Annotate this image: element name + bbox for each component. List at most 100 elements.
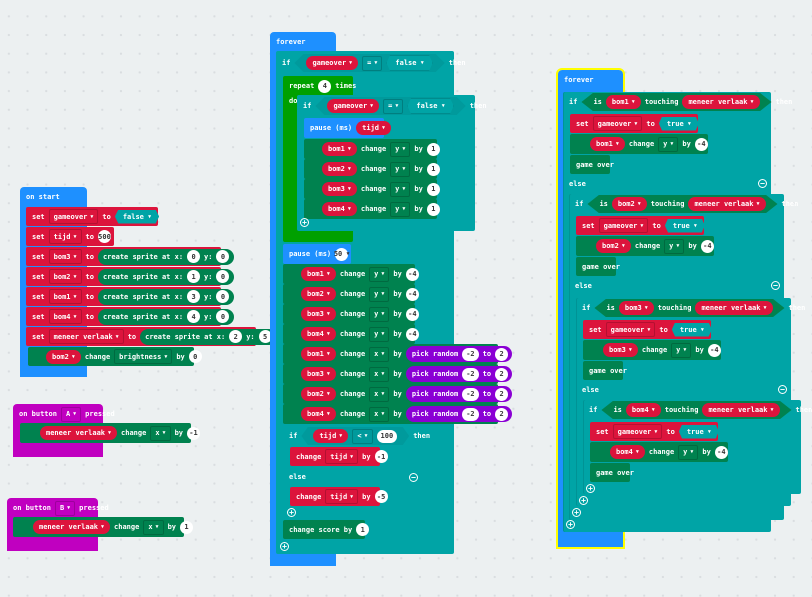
var-dropdown[interactable]: gameover▼ (48, 209, 99, 224)
number-input[interactable]: -1 (187, 426, 200, 440)
bool-dropdown[interactable]: false ▼ (114, 209, 160, 224)
change-sprite-block[interactable]: bom2▼ change y▼ by -4 (576, 236, 714, 256)
sprite-dropdown[interactable]: bom3▼ (301, 307, 336, 321)
pause-dropdown[interactable]: 50 ▼ (334, 247, 350, 261)
sprite-dropdown[interactable]: bom1▼ (301, 347, 336, 361)
to-input[interactable]: 2 (495, 367, 509, 381)
axis-dropdown[interactable]: y▼ (658, 136, 679, 152)
number-input[interactable]: -4 (714, 445, 728, 459)
x-input[interactable]: 1 (187, 270, 201, 283)
add-else-button[interactable]: + (280, 542, 289, 551)
x-input[interactable]: 4 (187, 310, 201, 323)
var-dropdown[interactable]: gameover▼ (612, 424, 663, 439)
change-x-block[interactable]: meneer verlaak▼ change x▼ by 1 (13, 517, 193, 537)
target-dropdown[interactable]: meneer verlaak▼ (688, 197, 766, 211)
game-over-block[interactable]: game over (590, 463, 634, 482)
set-gameover-block[interactable]: set gameover▼ to true ▼ (590, 422, 719, 441)
number-input[interactable]: -4 (405, 267, 419, 281)
to-input[interactable]: 2 (495, 347, 509, 361)
axis-dropdown[interactable]: y▼ (369, 326, 390, 342)
bool-dropdown[interactable]: true ▼ (671, 322, 712, 337)
number-input[interactable]: -5 (374, 490, 388, 503)
sprite-dropdown[interactable]: bom3▼ (618, 301, 654, 315)
change-sprite-block[interactable]: bom1▼ change y▼ by-4 (283, 264, 419, 284)
add-else-if-button[interactable]: + (287, 508, 296, 517)
sprite-dropdown[interactable]: bom2▼ (611, 197, 647, 211)
number-input[interactable]: -4 (405, 287, 419, 301)
op-dropdown[interactable]: =▼ (383, 98, 404, 114)
number-input[interactable]: 1 (426, 202, 440, 216)
button-dropdown[interactable]: B▼ (54, 500, 76, 516)
change-brightness-block[interactable]: bom2▼ change brightness▼ by 0 (28, 347, 202, 366)
repeat-count-input[interactable]: 4 (318, 79, 332, 93)
sprite-dropdown[interactable]: bom1▼ (322, 142, 357, 156)
sprite-dropdown[interactable]: bom2▼ (301, 287, 336, 301)
number-input[interactable]: 1 (180, 520, 193, 534)
number-input[interactable]: 500 (97, 230, 111, 243)
pause-50-block[interactable]: pause (ms) 50 ▼ (283, 244, 351, 264)
var-dropdown[interactable]: tijd▼ (325, 489, 359, 504)
axis-dropdown[interactable]: x▼ (369, 346, 390, 362)
var-dropdown[interactable]: tijd▼ (325, 449, 359, 464)
add-branch-button[interactable]: + (572, 508, 581, 517)
axis-dropdown[interactable]: y▼ (390, 181, 411, 197)
axis-dropdown[interactable]: y▼ (390, 161, 411, 177)
sprite-dropdown[interactable]: bom2▼ (46, 349, 81, 364)
number-input[interactable]: 1 (426, 182, 440, 196)
axis-dropdown[interactable]: y▼ (369, 306, 390, 322)
number-input[interactable]: -4 (405, 327, 419, 341)
number-input[interactable]: -4 (694, 137, 708, 151)
target-dropdown[interactable]: meneer verlaak▼ (682, 95, 760, 109)
touching-condition[interactable]: is bom1▼ touching meneer verlaak▼ (581, 93, 772, 111)
axis-dropdown[interactable]: x▼ (369, 366, 390, 382)
op-dropdown[interactable]: =▼ (362, 55, 383, 71)
change-sprite-block[interactable]: bom2▼ change y▼ by-4 (283, 284, 419, 304)
bool-dropdown[interactable]: true ▼ (664, 218, 705, 233)
number-input[interactable]: 1 (426, 142, 440, 156)
y-input[interactable]: 5 (258, 330, 272, 343)
sprite-dropdown[interactable]: meneer verlaak▼ (40, 426, 118, 440)
number-input[interactable]: 100 (376, 429, 398, 443)
axis-dropdown[interactable]: y▼ (390, 201, 411, 217)
sprite-dropdown[interactable]: bom1▼ (301, 267, 336, 281)
var-dropdown[interactable]: meneer verlaak▼ (48, 329, 124, 344)
axis-dropdown[interactable]: y▼ (664, 238, 685, 254)
bool-dropdown[interactable]: true ▼ (658, 116, 699, 131)
y-input[interactable]: 0 (216, 310, 230, 323)
number-input[interactable]: 1 (356, 523, 370, 536)
var-dropdown[interactable]: tijd▼ (48, 229, 82, 244)
bool-dropdown[interactable]: false ▼ (407, 98, 454, 114)
touching-condition[interactable]: is bom4▼ touching meneer verlaak▼ (601, 401, 792, 419)
change-x-block[interactable]: meneer verlaak▼ change x▼ by -1 (20, 423, 200, 443)
pause-tijd-block[interactable]: pause (ms) tijd▼ (304, 118, 392, 138)
axis-dropdown[interactable]: x▼ (369, 406, 390, 422)
sprite-dropdown[interactable]: bom4▼ (301, 327, 336, 341)
change-sprite-block[interactable]: bom1▼ change y▼ by -4 (570, 134, 708, 154)
set-gameover-block[interactable]: set gameover▼ to true ▼ (583, 320, 712, 339)
change-sprite-block[interactable]: bom4▼ change y▼ by-4 (283, 324, 419, 344)
set-gameover-block[interactable]: set gameover▼ to false ▼ (26, 207, 160, 226)
from-input[interactable]: -2 (462, 387, 479, 401)
var-dropdown[interactable]: gameover▼ (327, 99, 380, 113)
set-gameover-block[interactable]: set gameover▼ to true ▼ (576, 216, 705, 235)
add-branch-button[interactable]: + (566, 520, 575, 529)
y-input[interactable]: 0 (216, 290, 230, 303)
from-input[interactable]: -2 (462, 367, 479, 381)
remove-else-button[interactable]: − (771, 281, 780, 290)
remove-else-button[interactable]: − (409, 473, 418, 482)
axis-dropdown[interactable]: y▼ (369, 286, 390, 302)
axis-dropdown[interactable]: x▼ (143, 519, 164, 535)
var-dropdown[interactable]: tijd▼ (356, 121, 392, 135)
set-sprite-block[interactable]: set meneer verlaak▼ to create sprite at … (26, 327, 277, 346)
change-sprite-block[interactable]: bom3▼ change y▼ by-4 (283, 304, 419, 324)
